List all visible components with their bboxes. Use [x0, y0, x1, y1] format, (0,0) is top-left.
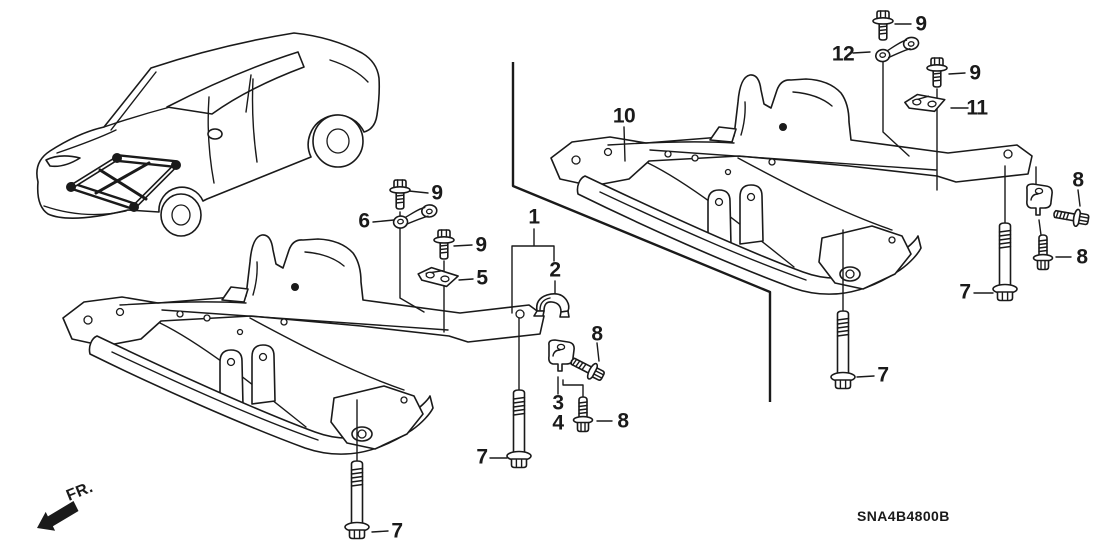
lock-plate-11-icon	[903, 91, 947, 115]
front-subframe-left-drawing	[62, 234, 545, 456]
side-windows	[166, 51, 305, 115]
callout-9: 9	[475, 233, 487, 257]
flange-bolt-9-icon	[389, 179, 411, 210]
lock-plate-5-icon	[416, 266, 460, 288]
fr-arrow-icon	[37, 501, 79, 531]
long-bolt-7-icon	[992, 222, 1018, 302]
leader-lines	[356, 23, 1081, 533]
callout-7: 7	[959, 280, 971, 304]
flange-bolt-8-icon	[572, 396, 594, 433]
flange-bolt-9-icon	[872, 10, 894, 41]
bracket-clamp-3-4-icon	[1026, 183, 1053, 216]
headlamp	[45, 155, 81, 168]
saddle-clamp-2-icon	[533, 293, 570, 318]
callout-8: 8	[617, 409, 629, 433]
callout-6: 6	[358, 209, 370, 233]
flange-bolt-8-icon	[1051, 204, 1091, 230]
flange-bolt-8-icon	[1032, 234, 1054, 271]
callout-5: 5	[476, 266, 488, 290]
callout-9: 9	[915, 12, 927, 36]
long-bolt-7-icon	[344, 460, 370, 540]
subframe-location-highlight	[66, 153, 181, 212]
view-divider-line	[511, 62, 772, 402]
callout-12: 12	[831, 42, 855, 66]
flange-bolt-8-icon	[567, 352, 608, 385]
callout-9: 9	[431, 181, 443, 205]
diagram-part-code: SNA4B4800B	[857, 508, 950, 524]
flange-bolt-9-icon	[433, 229, 455, 260]
callout-4: 4	[552, 411, 564, 435]
callout-8: 8	[1076, 245, 1088, 269]
callout-7: 7	[391, 519, 403, 543]
callout-7: 7	[877, 363, 889, 387]
callout-8: 8	[591, 322, 603, 346]
callout-9: 9	[969, 61, 981, 85]
callout-11: 11	[966, 96, 988, 120]
callout-7: 7	[476, 445, 488, 469]
long-bolt-7-icon	[830, 310, 856, 390]
long-bolt-7-icon	[506, 389, 532, 469]
callout-10: 10	[612, 104, 636, 128]
mirror	[207, 128, 223, 140]
callout-8: 8	[1072, 168, 1084, 192]
flange-bolt-9-icon	[926, 57, 948, 88]
callout-3: 3	[552, 391, 564, 415]
callout-2: 2	[549, 258, 561, 282]
callout-1: 1	[528, 205, 540, 229]
bracket-clamp-3-4-icon	[548, 339, 575, 372]
vehicle-thumbnail	[36, 32, 381, 237]
